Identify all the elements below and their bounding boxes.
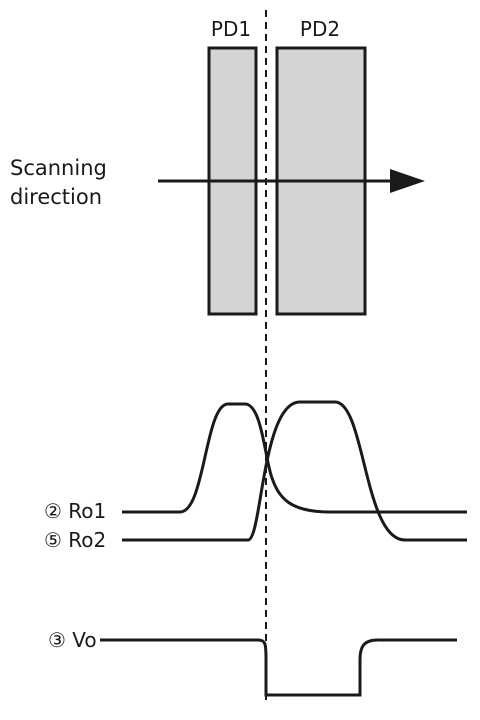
ro1-label: ② Ro1 xyxy=(44,499,106,523)
ro2-waveform xyxy=(122,400,467,542)
pd2-label: PD2 xyxy=(300,17,340,41)
scanning-label-line1: Scanning xyxy=(10,156,107,180)
vo-waveform xyxy=(100,638,457,697)
scanning-label-line2: direction xyxy=(10,185,102,209)
arrowhead-icon xyxy=(390,169,425,193)
pd1-label: PD1 xyxy=(211,17,251,41)
ro1-waveform xyxy=(122,402,467,514)
ro2-label: ⑤ Ro2 xyxy=(44,528,106,552)
vo-label: ③ Vo xyxy=(48,628,97,652)
